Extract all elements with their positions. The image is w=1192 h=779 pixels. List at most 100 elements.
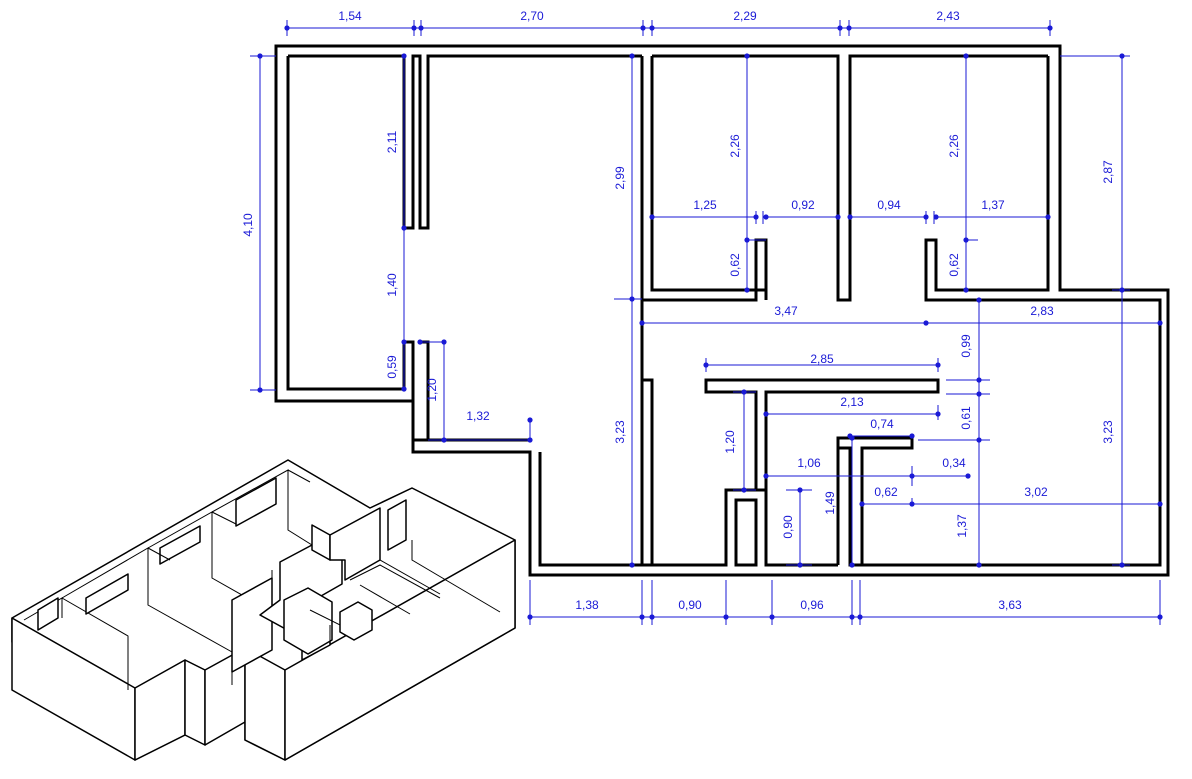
dimension-dot-4 [649,25,655,31]
inner-t-wall [704,378,940,492]
dimension-dot-37 [441,339,447,345]
dimension-dot-30 [1045,214,1051,220]
dimension-dot-33 [1119,562,1125,568]
dim-corridor-left: 3,47 [774,304,798,318]
dimension-dot-66 [639,614,645,620]
dimension-dot-31 [1119,53,1125,59]
dim-left-outer: 4,10 [241,213,255,237]
dim-top-1: 1,54 [338,9,362,23]
dimension-dot-52 [1157,501,1163,507]
dimension-dot-59 [797,562,803,568]
dim-room1-wl: 1,25 [693,198,717,212]
middle-column [640,300,654,567]
dimension-dot-42 [703,362,709,368]
dimension-dot-20 [649,214,655,220]
dimension-dot-35 [923,320,929,326]
dim-inner-a: 2,13 [840,395,864,409]
dimension-dot-54 [741,389,747,395]
iso-right-window [387,499,407,551]
dimension-dot-43 [935,362,941,368]
dimension-dot-7 [1047,25,1053,31]
iso-room-4-window [235,477,277,527]
dim-room1-wr: 0,92 [791,198,815,212]
dimension-dot-34 [639,320,645,326]
dim-bottom-1: 1,38 [575,598,599,612]
dimension-dot-41 [527,417,533,423]
dimension-dot-57 [849,562,855,568]
dim-room2-wl: 0,94 [877,198,901,212]
dim-inner-k: 0,61 [959,406,973,430]
dimension-dot-6 [846,25,852,31]
dim-bottom-3: 0,96 [800,598,824,612]
dim-col-left-2: 3,23 [613,420,627,444]
dim-inner-i: 0,90 [781,515,795,539]
dimension-dot-10 [401,53,407,59]
dim-inner-f: 3,02 [1024,485,1048,499]
dim-inner-l: 1,37 [955,514,969,538]
dimension-dot-16 [629,562,635,568]
dimension-dot-70 [849,614,855,620]
dim-left-inner-3: 0,59 [385,355,399,379]
dimension-dot-8 [257,53,263,59]
dim-bottom-2: 0,90 [678,598,702,612]
dimension-dot-38 [441,437,447,443]
dim-bottom-4: 3,63 [998,598,1022,612]
bottom-inner-face [538,452,838,567]
dimension-lines [250,20,1163,625]
dimension-dot-45 [935,411,941,417]
dim-top-3: 2,29 [733,9,757,23]
dimension-dot-24 [963,53,969,59]
dim-inner-d: 1,06 [797,456,821,470]
outer-wall-outline [274,44,1170,577]
dimension-dot-53 [909,501,915,507]
iso-room-2-window [85,573,129,615]
dim-room1-h: 2,26 [728,134,742,158]
iso-partition-5 [147,469,311,561]
dimension-dot-47 [909,433,915,439]
dim-right-outer-1: 2,87 [1101,160,1115,184]
dim-top-4: 2,43 [936,9,960,23]
dimension-dot-14 [629,53,635,59]
dimension-dot-55 [741,487,747,493]
dimension-dot-9 [257,387,263,393]
dim-col-left-1: 2,99 [613,166,627,190]
dim-corridor-right: 2,83 [1030,304,1054,318]
iso-right-side-wall [284,539,516,761]
dimension-dot-62 [976,391,982,397]
dimension-dot-44 [763,411,769,417]
dimension-dot-68 [723,614,729,620]
dim-inner-wall-top: 2,85 [810,352,834,366]
dim-inner-j: 0,99 [959,334,973,358]
iso-bath-block [283,587,333,655]
dim-inner-b: 0,74 [870,417,894,431]
dimension-dot-65 [527,614,533,620]
iso-small-room [339,601,373,641]
dim-right-outer-2: 3,23 [1101,420,1115,444]
left-room-inner [286,56,530,442]
dim-top-2: 2,70 [520,9,544,23]
dim-left-inner-2: 1,40 [385,273,399,297]
dim-room1-jamb: 0,62 [728,253,742,277]
dim-inner-c: 0,34 [942,456,966,470]
dimension-labels: 1,54 2,70 2,29 2,43 1,38 0,90 0,96 3,63 … [241,9,1115,612]
dimension-dot-23 [835,214,841,220]
iso-room-left-window [37,597,59,631]
iso-wall-tall [329,507,381,581]
dim-entry-w: 1,32 [466,409,490,423]
dimension-dot-26 [963,287,969,293]
dim-entry-h: 1,20 [425,378,439,402]
dim-room2-jamb: 0,62 [947,253,961,277]
dimension-dot-15 [629,296,635,302]
dimension-dot-72 [1157,614,1163,620]
room2-walls [862,56,1162,567]
dimension-dot-27 [847,214,853,220]
dimension-dot-18 [744,237,750,243]
dimension-dot-60 [976,297,982,303]
dimension-dot-49 [965,473,971,479]
dimension-dot-39 [417,339,423,345]
dimension-dot-69 [769,614,775,620]
dim-room2-wr: 1,37 [981,198,1005,212]
iso-hall-wall [231,577,273,673]
